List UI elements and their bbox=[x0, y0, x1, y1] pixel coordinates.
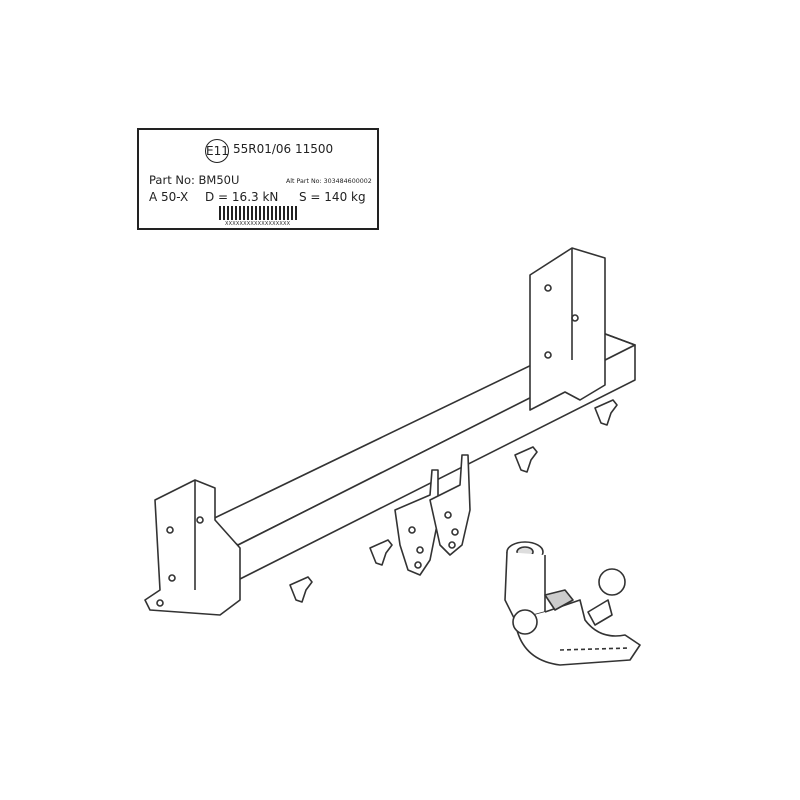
left-mounting-bracket bbox=[144, 479, 241, 616]
s-value: S = 140 kg bbox=[299, 190, 366, 204]
barcode bbox=[219, 206, 299, 220]
d-value: D = 16.3 kN bbox=[205, 190, 279, 204]
center-hitch-plates bbox=[394, 454, 471, 576]
barcode-text: XXXXXXXXXXXXXXXXXX bbox=[225, 221, 291, 227]
right-mounting-bracket bbox=[529, 247, 606, 411]
mounting-tabs bbox=[289, 399, 618, 603]
class-value: A 50-X bbox=[149, 190, 189, 204]
e-approval-mark: E11 bbox=[205, 139, 229, 163]
alt-part-number: Alt Part No: 303484600002 bbox=[286, 178, 372, 185]
detachable-tow-ball bbox=[504, 541, 641, 666]
approval-number: 55R01/06 11500 bbox=[233, 142, 334, 156]
type-approval-label: E11 55R01/06 11500 Part No: BM50U Alt Pa… bbox=[137, 128, 379, 230]
part-number: Part No: BM50U bbox=[149, 173, 240, 187]
